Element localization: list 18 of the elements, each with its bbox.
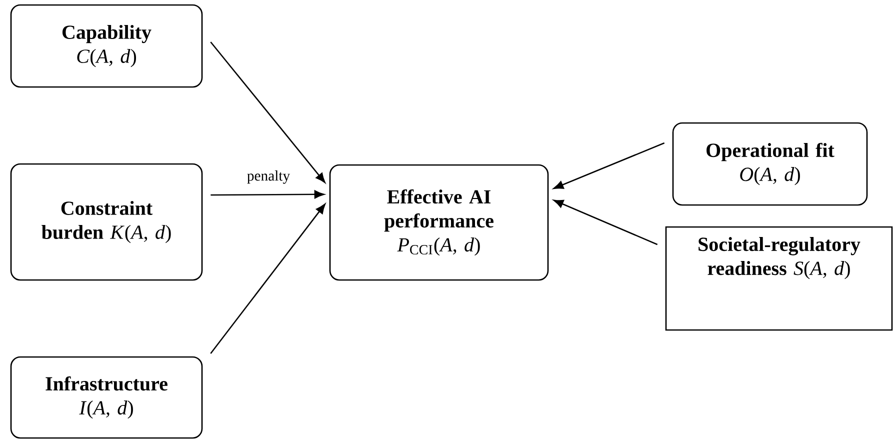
box-text: Effective AI performance P$_{CCI}$(A, d) [384,189,494,256]
arrow [553,200,658,246]
arrow [210,190,324,199]
box-text: Operational fit O(A, d) [706,142,834,186]
box-text: Constraint burden K(A, d) [42,200,171,244]
arrow [553,142,665,189]
arrow [210,204,326,354]
box-text: Capability C(A, d) [62,24,152,68]
box [10,4,203,88]
box [10,356,203,439]
box [665,226,893,331]
arrow [210,42,326,183]
edge-label: penalty [246,169,292,186]
box [329,164,549,281]
box [10,163,203,281]
box-text: Infrastructure I(A, d) [46,376,168,419]
box-text: Societal-regulatory readiness S(A, d) [698,237,860,280]
box [672,122,868,206]
